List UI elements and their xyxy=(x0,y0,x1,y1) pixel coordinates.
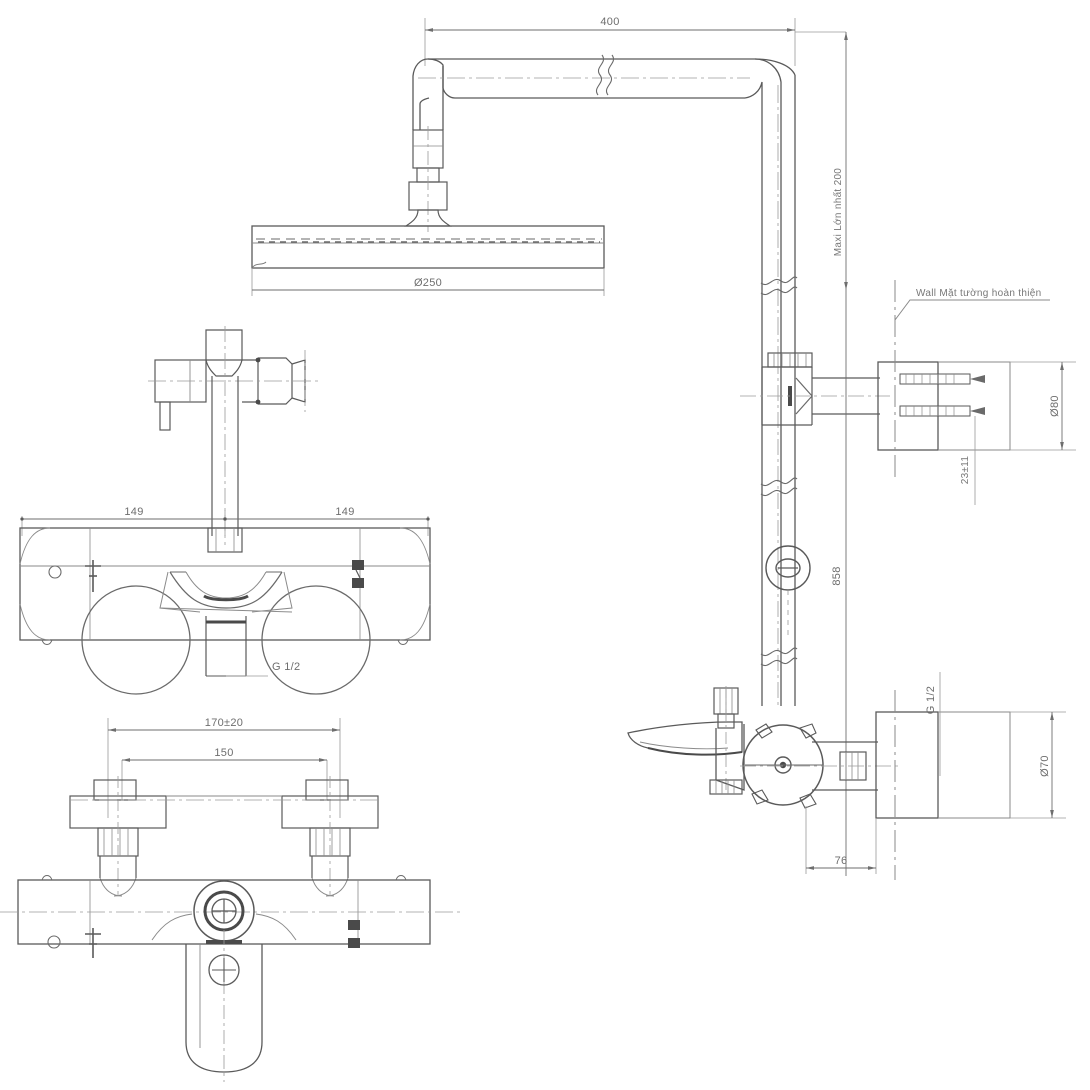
dim-149-left-label: 149 xyxy=(124,506,143,518)
dim-76-label: 76 xyxy=(835,855,848,867)
mixer-plan-view: 170±20 150 xyxy=(0,717,460,1082)
dimension-flange-diameter-lower: Ø70 xyxy=(1010,711,1066,819)
dim-150-label: 150 xyxy=(214,747,233,759)
dimension-max-height: Maxi Lớn nhất 200 xyxy=(795,31,848,290)
dim-d80-label: Ø80 xyxy=(1049,395,1061,417)
dimension-centers-tolerance: 170±20 xyxy=(107,717,341,818)
dimension-mixer-halves: 149 149 xyxy=(20,506,430,536)
mixer-body-front xyxy=(19,527,431,695)
break-symbol-riser-2 xyxy=(760,477,798,496)
hand-shower-slider xyxy=(765,545,811,640)
break-symbol-riser-3 xyxy=(760,647,798,666)
wall-bracket-tee xyxy=(740,352,890,426)
inlet-stem-right xyxy=(281,776,379,897)
dimension-bracket-offset: 23±11 xyxy=(960,416,976,505)
wall-note-label: Wall Mặt tường hoàn thiện xyxy=(916,288,1041,299)
mixer-front-elevation: 149 149 xyxy=(19,326,431,695)
inlet-stem-left xyxy=(69,776,167,897)
break-symbol-riser-1 xyxy=(760,276,798,295)
wall-flange-upper xyxy=(877,280,1011,480)
mixer-body-plan xyxy=(0,875,460,1082)
dim-400-label: 400 xyxy=(600,16,619,28)
fixing-screws-upper xyxy=(899,373,985,417)
mixer-valve-body-side xyxy=(627,686,900,809)
thread-note-lower: G 1/2 xyxy=(925,672,941,776)
g12-mixer-label: G 1/2 xyxy=(272,661,300,673)
dimension-arm-length: 400 xyxy=(424,16,796,66)
shower-arm-connector xyxy=(408,126,448,232)
riser-assembly: Ø80 23±11 Wall Mặt tường hoàn thiện Maxi… xyxy=(627,31,1076,880)
wall-flange-lower xyxy=(875,690,1011,880)
overhead-shower-assembly: 400 xyxy=(251,16,796,360)
wall-finish-note: Wall Mặt tường hoàn thiện xyxy=(894,288,1050,321)
g12-right-label: G 1/2 xyxy=(925,686,937,714)
dimension-flange-diameter-upper: Ø80 xyxy=(1010,361,1076,451)
dim-858-label: 858 xyxy=(831,566,843,585)
dimension-showerhead-diameter: Ø250 xyxy=(251,268,605,296)
shower-head xyxy=(251,209,605,269)
dimension-centers-nominal: 150 xyxy=(121,747,328,800)
dim-d250-label: Ø250 xyxy=(414,277,442,289)
thread-note-mixer: G 1/2 xyxy=(226,661,300,677)
break-symbol-arm xyxy=(596,54,614,96)
dim-23-11-label: 23±11 xyxy=(960,456,971,485)
dim-149-right-label: 149 xyxy=(335,506,354,518)
dim-170-20-label: 170±20 xyxy=(205,717,243,729)
dimension-base-offset: 76 xyxy=(805,806,877,874)
mixer-top-handle xyxy=(148,326,318,545)
max-height-note-label: Maxi Lớn nhất 200 xyxy=(832,168,844,257)
dim-d70-label: Ø70 xyxy=(1039,755,1051,777)
